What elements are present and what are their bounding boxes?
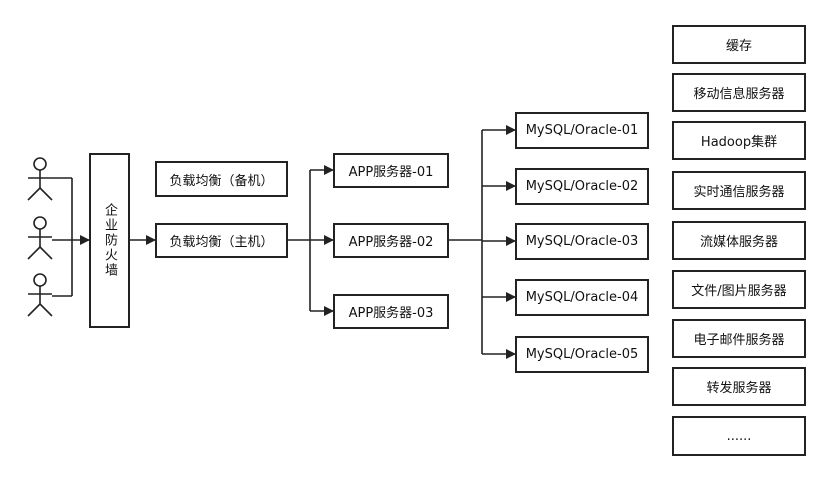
- service-forwarding: 转发服务器: [672, 367, 806, 406]
- app-server-label: APP服务器-02: [348, 235, 434, 250]
- service-mobile-info: 移动信息服务器: [672, 73, 806, 112]
- user-figure-3: [27, 273, 53, 317]
- users-connector: [52, 177, 90, 297]
- user-figure-1: [27, 157, 53, 201]
- db-server-01: MySQL/Oracle-01: [515, 112, 649, 149]
- service-file-image: 文件/图片服务器: [672, 270, 806, 309]
- service-label: Hadoop集群: [700, 135, 778, 150]
- lb-to-app-arrows: [288, 165, 334, 316]
- db-server-label: MySQL/Oracle-03: [525, 234, 639, 249]
- service-label: 转发服务器: [706, 381, 772, 396]
- app-to-db-arrows: [449, 125, 516, 359]
- app-server-label: APP服务器-03: [348, 306, 434, 321]
- user-figure-2: [27, 216, 53, 260]
- service-label: 缓存: [725, 39, 752, 54]
- app-server-03: APP服务器-03: [333, 294, 449, 329]
- db-server-04: MySQL/Oracle-04: [515, 279, 649, 316]
- app-server-label: APP服务器-01: [348, 165, 434, 180]
- service-realtime-comm: 实时通信服务器: [672, 171, 806, 210]
- app-server-01: APP服务器-01: [333, 153, 449, 188]
- service-label: 流媒体服务器: [699, 235, 778, 250]
- app-server-02: APP服务器-02: [333, 223, 449, 258]
- db-server-02: MySQL/Oracle-02: [515, 168, 649, 205]
- db-server-label: MySQL/Oracle-01: [525, 123, 639, 138]
- service-label: 实时通信服务器: [693, 185, 785, 200]
- load-balancer-backup: 负载均衡（备机）: [155, 161, 288, 197]
- firewall-label: 企业防火墙: [102, 203, 117, 278]
- db-server-label: MySQL/Oracle-04: [525, 290, 639, 305]
- db-server-label: MySQL/Oracle-02: [525, 179, 639, 194]
- service-cache: 缓存: [672, 25, 806, 64]
- db-server-label: MySQL/Oracle-05: [525, 347, 639, 362]
- service-label: 文件/图片服务器: [691, 284, 787, 299]
- service-label: 电子邮件服务器: [693, 333, 785, 348]
- db-server-03: MySQL/Oracle-03: [515, 223, 649, 260]
- load-balancer-main: 负载均衡（主机）: [155, 223, 288, 258]
- service-hadoop: Hadoop集群: [672, 121, 806, 160]
- service-label: 移动信息服务器: [693, 87, 785, 102]
- load-balancer-backup-label: 负载均衡（备机）: [169, 173, 274, 189]
- db-server-05: MySQL/Oracle-05: [515, 336, 649, 373]
- load-balancer-main-label: 负载均衡（主机）: [169, 235, 274, 250]
- firewall-box: 企业防火墙: [89, 153, 130, 328]
- service-email: 电子邮件服务器: [672, 319, 806, 358]
- service-streaming: 流媒体服务器: [672, 221, 806, 260]
- service-more: ......: [672, 416, 806, 456]
- service-label: ......: [726, 428, 752, 444]
